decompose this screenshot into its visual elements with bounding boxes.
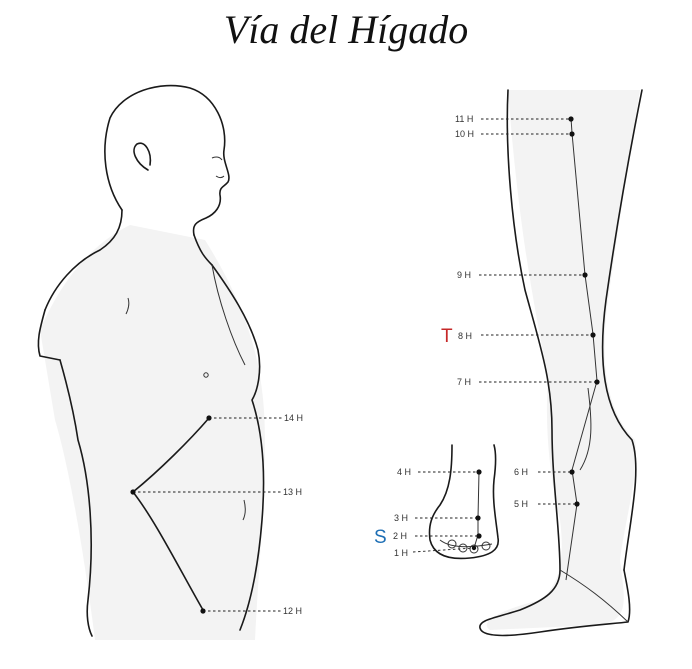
point-label-1h: 1 H <box>394 548 408 558</box>
point-12h: 12 H <box>200 606 302 616</box>
point-label-14h: 14 H <box>284 413 303 423</box>
point-10h: 10 H <box>455 129 575 139</box>
marker-t: T <box>441 326 453 347</box>
point-11h: 11 H <box>455 114 574 124</box>
point-3h: 3 H <box>394 513 481 523</box>
point-14h: 14 H <box>206 413 303 423</box>
diagram-title: Vía del Hígado <box>223 7 469 52</box>
point-label-10h: 10 H <box>455 129 474 139</box>
point-label-12h: 12 H <box>283 606 302 616</box>
point-4h: 4 H <box>397 467 482 477</box>
point-label-7h: 7 H <box>457 377 471 387</box>
point-label-3h: 3 H <box>394 513 408 523</box>
point-label-11h: 11 H <box>455 114 473 124</box>
leg-figure <box>428 89 643 637</box>
point-5h: 5 H <box>514 499 580 509</box>
point-6h: 6 H <box>514 467 575 477</box>
point-7h: 7 H <box>457 377 600 387</box>
point-9h: 9 H <box>457 270 588 280</box>
point-1h: 1 H <box>394 545 477 558</box>
point-2h: 2 H S <box>374 527 482 548</box>
point-label-9h: 9 H <box>457 270 471 280</box>
point-label-2h: 2 H <box>393 531 407 541</box>
point-label-13h: 13 H <box>283 487 302 497</box>
marker-s: S <box>374 527 387 548</box>
point-label-8h: 8 H <box>458 331 472 341</box>
point-8h: 8 H T <box>441 326 596 347</box>
meridian-line-leg <box>565 117 598 581</box>
point-13h: 13 H <box>130 487 302 497</box>
torso-figure <box>37 84 265 640</box>
meridian-line-foot <box>473 471 480 549</box>
point-label-6h: 6 H <box>514 467 528 477</box>
point-label-4h: 4 H <box>397 467 411 477</box>
point-label-5h: 5 H <box>514 499 528 509</box>
